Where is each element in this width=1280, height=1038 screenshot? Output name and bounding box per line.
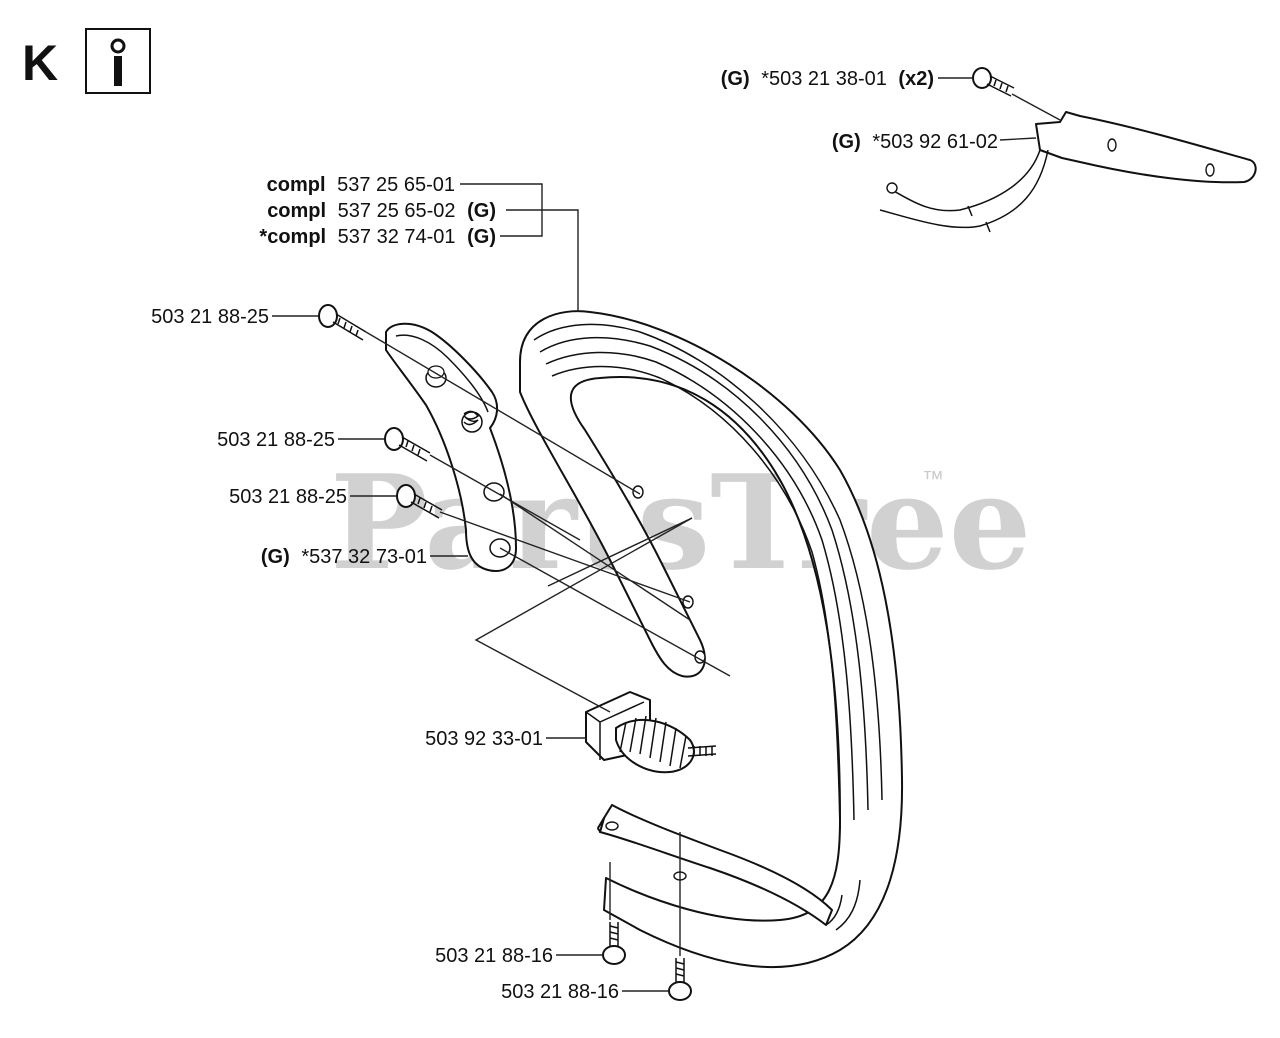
- label-screw-bottom-1: 503 21 88-16: [435, 945, 553, 967]
- screw-3-icon: [396, 484, 443, 519]
- screw-top-icon: [972, 67, 1015, 97]
- spring-buffer: [585, 691, 717, 774]
- screw-1-icon: [318, 304, 367, 341]
- label-handle-compl-1: compl 537 25 65-01: [267, 174, 455, 196]
- label-handle-compl-3: *compl 537 32 74-01 (G): [259, 226, 496, 248]
- leader-lines: [272, 77, 1061, 992]
- section-letter: K: [22, 35, 58, 91]
- screw-2-icon: [384, 427, 431, 462]
- screw-bottom-1-icon: [602, 922, 626, 965]
- info-icon: [85, 28, 151, 94]
- label-screw-bottom-2: 503 21 88-16: [501, 981, 619, 1003]
- label-screw-2: 503 21 88-25: [217, 429, 335, 451]
- label-screw-top: (G) *503 21 38-01 (x2): [721, 68, 934, 90]
- label-screw-1: 503 21 88-25: [151, 306, 269, 328]
- screw-bottom-2-icon: [668, 958, 692, 1001]
- front-handle-bar: [519, 310, 904, 969]
- label-handle-compl-2: compl 537 25 65-02 (G): [267, 200, 496, 222]
- label-heater-element: (G) *503 92 61-02: [832, 131, 998, 153]
- label-bracket: (G) *537 32 73-01: [261, 546, 427, 568]
- watermark-text: PartsTree: [330, 446, 1031, 599]
- left-bracket: [385, 322, 517, 572]
- watermark-trademark: ™: [922, 466, 944, 491]
- watermark: PartsTree ™: [330, 446, 1031, 599]
- label-spring: 503 92 33-01: [425, 728, 543, 750]
- heater-element: [879, 111, 1257, 233]
- label-screw-3: 503 21 88-25: [229, 486, 347, 508]
